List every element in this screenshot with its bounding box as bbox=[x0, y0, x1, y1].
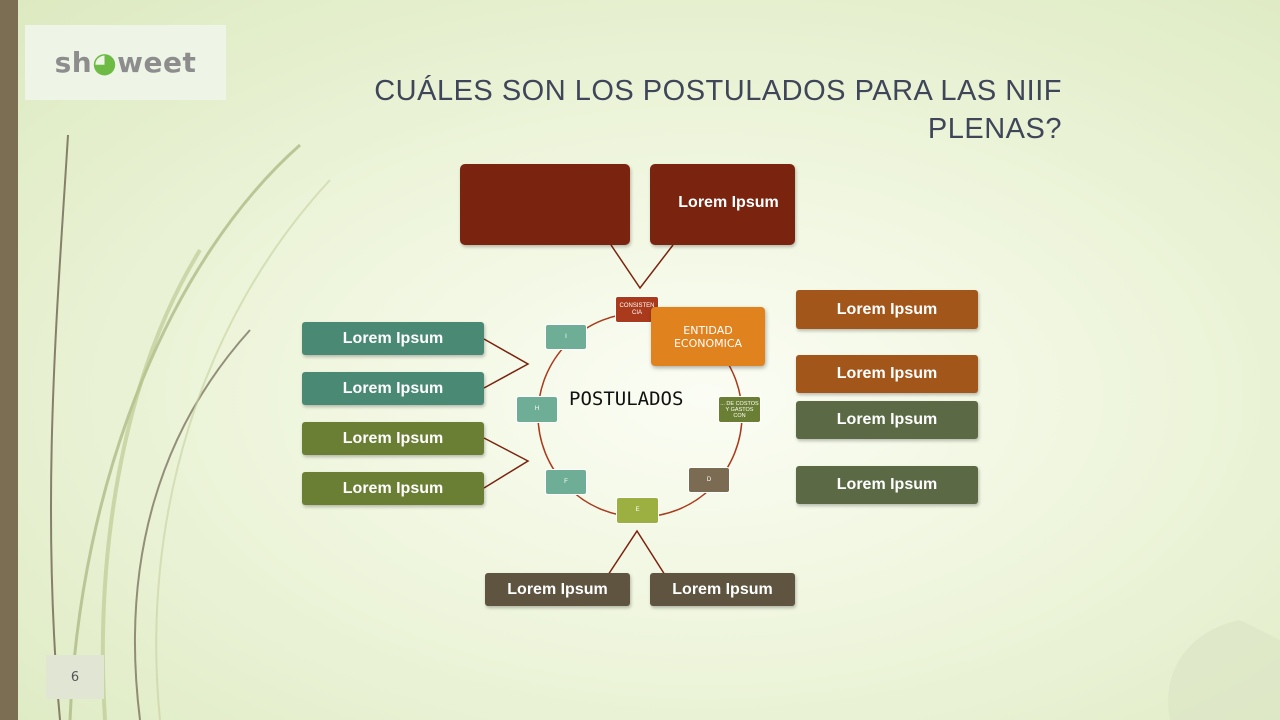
left-box-3: Lorem Ipsum bbox=[302, 422, 484, 455]
slide-title: CUÁLES SON LOS POSTULADOS PARA LAS NIIF … bbox=[374, 75, 1062, 145]
left-box-2: Lorem Ipsum bbox=[302, 372, 484, 405]
node-f: F bbox=[545, 469, 587, 495]
logo-wordmark: sh◕weet bbox=[54, 46, 197, 79]
right-box-3: Lorem Ipsum bbox=[796, 401, 978, 439]
bottom-box-2: Lorem Ipsum bbox=[650, 573, 795, 606]
right-box-4: Lorem Ipsum bbox=[796, 466, 978, 504]
top-box-1 bbox=[460, 164, 630, 245]
entity-economica-box: ENTIDAD ECONOMICA bbox=[651, 307, 765, 366]
page-number: 6 bbox=[46, 655, 104, 699]
connector-bottom bbox=[607, 529, 666, 576]
node-d: D bbox=[688, 467, 730, 493]
left-box-1: Lorem Ipsum bbox=[302, 322, 484, 355]
connector-left-upper bbox=[483, 338, 530, 389]
left-box-4: Lorem Ipsum bbox=[302, 472, 484, 505]
leaf-o-icon: ◕ bbox=[92, 46, 118, 79]
node-h: H bbox=[516, 396, 558, 423]
right-box-2: Lorem Ipsum bbox=[796, 355, 978, 393]
left-accent-bar bbox=[0, 0, 18, 720]
node-costos: ... DE COSTOS Y GASTOS CON bbox=[718, 396, 761, 423]
right-box-1: Lorem Ipsum bbox=[796, 290, 978, 329]
connector-left-lower bbox=[483, 437, 530, 489]
logo: sh◕weet bbox=[25, 25, 226, 100]
top-box-2: Lorem Ipsum bbox=[650, 164, 795, 245]
bottom-box-1: Lorem Ipsum bbox=[485, 573, 630, 606]
node-e: E bbox=[616, 497, 659, 524]
connector-top bbox=[610, 244, 674, 290]
center-label: POSTULADOS bbox=[569, 388, 684, 410]
node-i: I bbox=[545, 324, 587, 350]
